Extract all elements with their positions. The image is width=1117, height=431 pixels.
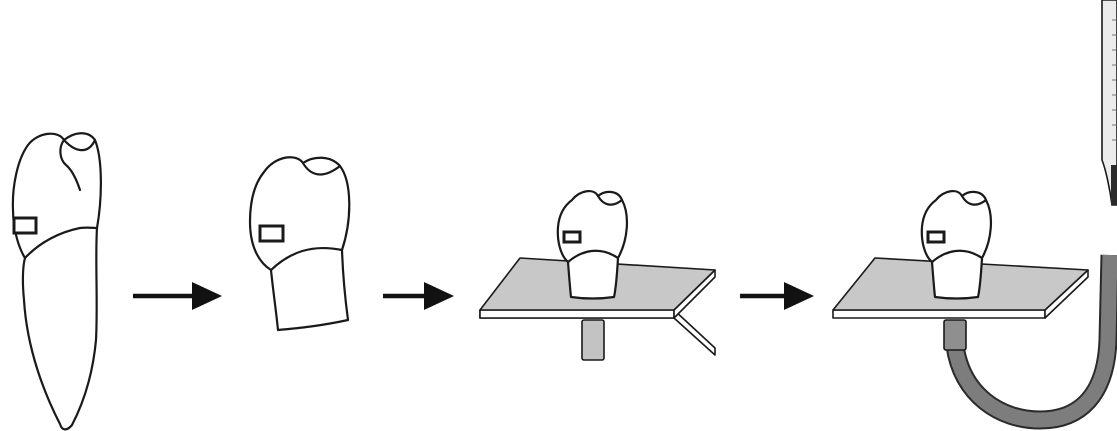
step-3-crown-on-plate [479, 190, 716, 361]
plate-edge-front [832, 309, 1046, 319]
cemento-enamel-junction [566, 249, 620, 264]
step-1-extracted-tooth [11, 132, 102, 431]
cusp-line [59, 138, 82, 192]
tubing-fill [947, 254, 1117, 428]
plate-connector [581, 319, 605, 361]
cusp-line [596, 194, 624, 206]
cusp-line-2 [62, 138, 97, 152]
crown-outline [556, 190, 628, 300]
tooth-outline [11, 132, 102, 431]
cemento-enamel-junction [930, 249, 984, 264]
cusp-line [960, 194, 988, 206]
cemento-enamel-junction [269, 246, 344, 272]
step-4-crown-on-plate-with-pipette [832, 0, 1117, 430]
pipette-scale [1112, 19, 1117, 141]
crown-outline [920, 190, 992, 300]
step-2-crown-section [248, 156, 351, 332]
plate-edge-front [479, 309, 675, 319]
pipette-tip-band [1111, 165, 1117, 205]
cavity-marker [562, 230, 582, 244]
arrow-3 [740, 282, 814, 310]
cavity-marker [926, 230, 946, 244]
cusp-line [301, 161, 342, 176]
crown-outline [248, 156, 351, 332]
arrow-2 [383, 282, 454, 310]
arrow-1 [133, 282, 222, 310]
cavity-marker [258, 224, 285, 243]
plate-connector [943, 319, 967, 351]
cemento-enamel-junction [23, 226, 99, 260]
cavity-marker [12, 216, 38, 235]
